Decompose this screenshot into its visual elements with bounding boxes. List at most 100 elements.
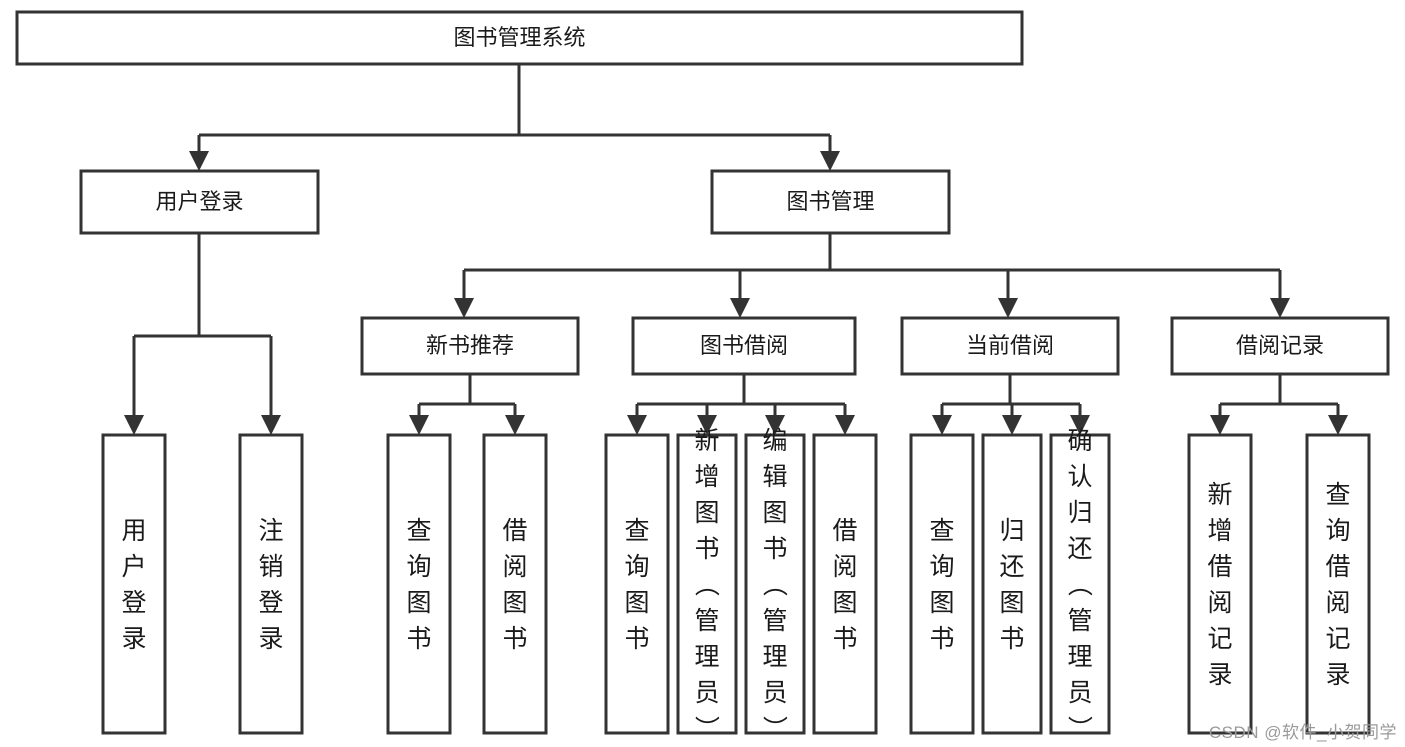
node-label-char: 借	[1325, 553, 1350, 581]
node-label-char: 录	[121, 625, 146, 653]
node-new-book-recommend[interactable]: 新书推荐	[360, 316, 580, 376]
node-label-char: 阅	[832, 553, 857, 581]
node-label-char: 理	[1067, 643, 1092, 671]
node-label-char: （	[760, 571, 788, 596]
node-box-leaf-query-book-1[interactable]	[386, 433, 452, 735]
node-label-char: 管	[694, 607, 719, 635]
node-label-char: 书	[762, 535, 787, 563]
node-box-leaf-query-book-2[interactable]	[604, 433, 670, 735]
node-label-char: 记	[1207, 625, 1232, 653]
node-label-char: 书	[694, 535, 719, 563]
node-box-leaf-return-book[interactable]	[981, 433, 1043, 735]
node-label-char: 阅	[502, 553, 527, 581]
node-label-char: 书	[832, 625, 857, 653]
node-label-char: 确	[1067, 427, 1092, 455]
node-box-leaf-query-record[interactable]	[1305, 433, 1371, 735]
node-label-char: （	[692, 571, 720, 596]
node-label-char: 图	[406, 589, 431, 617]
node-label-char: 图	[502, 589, 527, 617]
node-box-leaf-confirm-return[interactable]	[1049, 433, 1111, 735]
node-book-borrow[interactable]: 图书借阅	[631, 316, 857, 376]
node-label-char: 书	[929, 625, 954, 653]
node-label-char: 员	[1067, 679, 1092, 707]
book-borrow-arrow-3-head	[835, 415, 855, 435]
node-label-char: 询	[624, 553, 649, 581]
node-box-leaf-query-book-3[interactable]	[909, 433, 975, 735]
node-label-char: 阅	[1325, 589, 1350, 617]
node-current-borrow[interactable]: 当前借阅	[900, 316, 1120, 376]
node-root[interactable]: 图书管理系统	[15, 10, 1024, 66]
book-borrow-arrow-0-head	[627, 415, 647, 435]
node-label-char: 登	[258, 589, 283, 617]
node-label-char: 新	[694, 427, 719, 455]
node-label-char: 理	[762, 643, 787, 671]
node-box-borrow-record[interactable]	[1170, 316, 1390, 376]
node-label-char: 查	[1325, 481, 1350, 509]
new-book-arrow-0-head	[409, 415, 429, 435]
node-label-char: ）	[692, 715, 720, 740]
node-box-book-borrow[interactable]	[631, 316, 857, 376]
node-label-char: 借	[502, 517, 527, 545]
node-label-char: 归	[999, 517, 1024, 545]
node-label-char: 阅	[1207, 589, 1232, 617]
node-label-char: 户	[121, 553, 146, 581]
borrow-record-arrow-0-head	[1210, 415, 1230, 435]
node-label-char: 管	[1067, 607, 1092, 635]
node-label-char: 图	[832, 589, 857, 617]
current-borrow-arrow-1-head	[1002, 415, 1022, 435]
node-label-char: 认	[1067, 463, 1092, 491]
current-borrow-arrow-2-head	[1070, 415, 1090, 435]
node-label-char: 录	[1325, 661, 1350, 689]
node-box-book-manage[interactable]	[710, 169, 951, 235]
node-borrow-record[interactable]: 借阅记录	[1170, 316, 1390, 376]
node-label-char: 登	[121, 589, 146, 617]
node-box-leaf-borrow-book-2[interactable]	[812, 433, 878, 735]
node-label-current-borrow: 当前借阅	[966, 333, 1054, 358]
root-arrow-0-head	[189, 151, 209, 171]
node-box-leaf-add-record[interactable]	[1187, 433, 1253, 735]
book-manage-arrow-0-head	[454, 298, 474, 318]
node-label-char: 增	[1207, 517, 1232, 545]
book-borrow-arrow-2-head	[765, 415, 785, 435]
node-label-char: ）	[1065, 715, 1093, 740]
node-label-char: 注	[258, 517, 283, 545]
node-box-root[interactable]	[15, 10, 1024, 66]
node-label-char: 员	[694, 679, 719, 707]
node-label-char: 归	[1067, 499, 1092, 527]
node-box-leaf-add-book[interactable]	[676, 433, 738, 735]
node-leaf-user-login[interactable]: 用户登录	[101, 433, 167, 735]
node-label-borrow-record: 借阅记录	[1236, 333, 1324, 358]
node-box-user-login[interactable]	[79, 169, 320, 235]
node-label-char: 图	[999, 589, 1024, 617]
node-book-manage[interactable]: 图书管理	[710, 169, 951, 235]
node-label-char: 图	[624, 589, 649, 617]
node-label-char: 增	[694, 463, 719, 491]
node-box-new-book-recommend[interactable]	[360, 316, 580, 376]
node-label-char: 图	[694, 499, 719, 527]
node-label-char: 销	[258, 553, 283, 581]
node-box-leaf-user-logout[interactable]	[238, 433, 304, 735]
node-user-login[interactable]: 用户登录	[79, 169, 320, 235]
node-box-leaf-borrow-book-1[interactable]	[482, 433, 548, 735]
node-box-leaf-edit-book[interactable]	[744, 433, 806, 735]
node-box-leaf-user-login[interactable]	[101, 433, 167, 735]
node-label-char: 录	[258, 625, 283, 653]
node-label-char: 还	[1067, 535, 1092, 563]
node-label-char: 查	[406, 517, 431, 545]
book-manage-arrow-1-head	[730, 298, 750, 318]
node-box-current-borrow[interactable]	[900, 316, 1120, 376]
book-borrow-arrow-1-head	[697, 415, 717, 435]
